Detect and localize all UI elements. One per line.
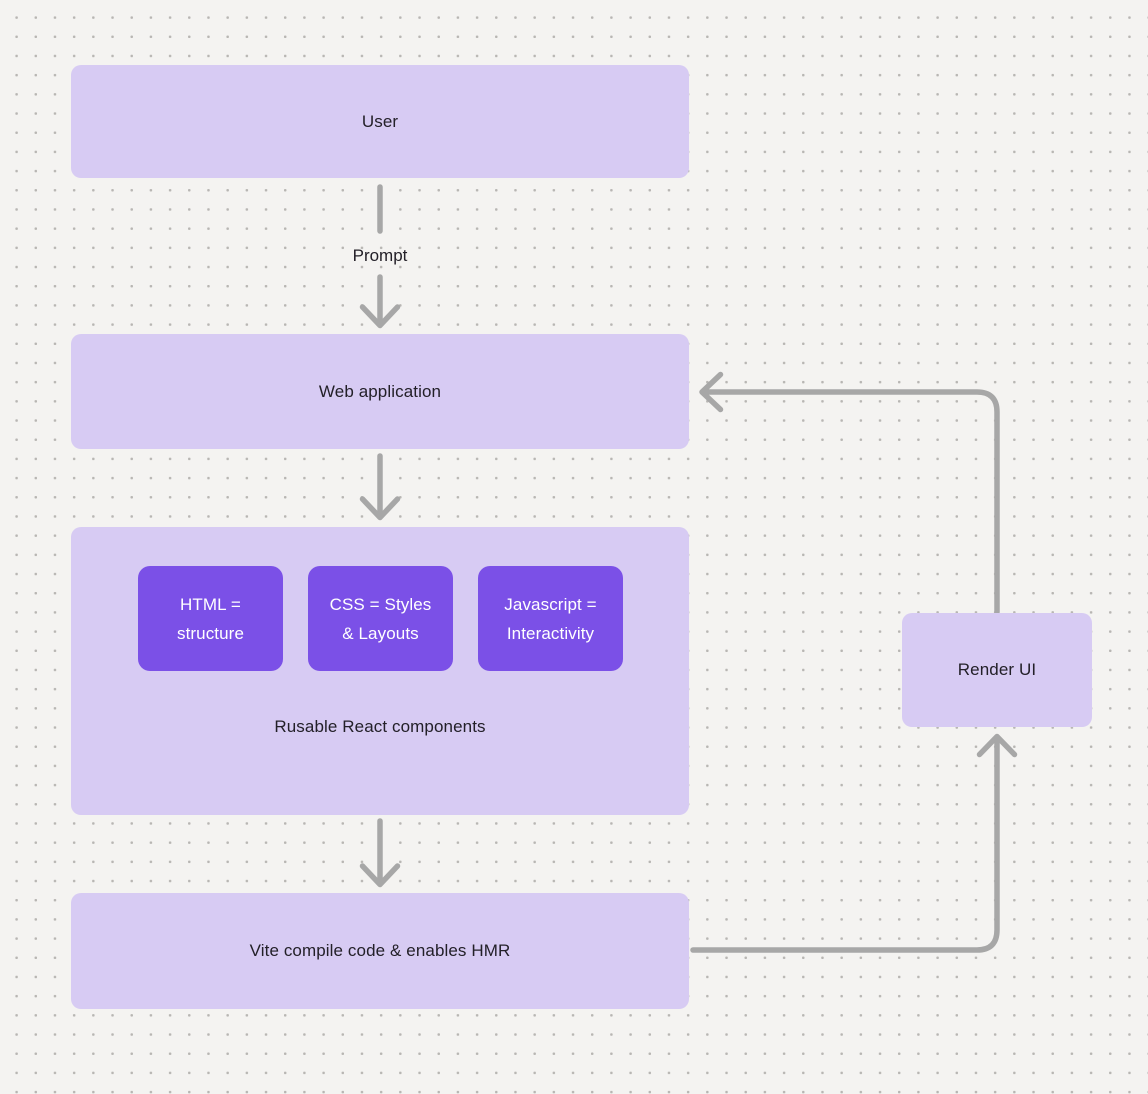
edge-user-to-webapp-arrow — [359, 274, 401, 329]
chip-javascript-line2: Interactivity — [506, 623, 595, 643]
chip-css[interactable]: CSS = Styles & Layouts — [308, 566, 453, 671]
node-render-ui[interactable]: Render UI — [902, 613, 1092, 727]
chip-html-line2: structure — [176, 623, 245, 643]
node-vite[interactable]: Vite compile code & enables HMR — [71, 893, 689, 1009]
node-web-application[interactable]: Web application — [71, 334, 689, 449]
chip-html-line1: HTML = — [180, 594, 241, 614]
edge-prompt-label: Prompt — [352, 246, 408, 265]
node-components-group[interactable]: HTML = structure CSS = Styles & Layouts … — [71, 527, 689, 815]
chip-javascript-line1: Javascript = — [504, 594, 597, 614]
components-group-caption: Rusable React components — [274, 717, 486, 736]
chip-html[interactable]: HTML = structure — [138, 566, 283, 671]
node-vite-label: Vite compile code & enables HMR — [249, 941, 511, 960]
chip-javascript[interactable]: Javascript = Interactivity — [478, 566, 623, 671]
edge-components-to-vite-arrow — [359, 818, 401, 888]
node-web-application-label: Web application — [318, 381, 442, 401]
node-user[interactable]: User — [71, 65, 689, 178]
chip-css-line1: CSS = Styles — [329, 594, 432, 614]
edge-webapp-to-components-arrow — [359, 453, 401, 521]
chip-css-line2: & Layouts — [342, 623, 419, 643]
edge-renderui-to-webapp-arrow — [699, 371, 1000, 615]
node-render-ui-label: Render UI — [957, 660, 1037, 679]
node-user-label: User — [361, 111, 399, 131]
edge-vite-to-renderui-arrow — [690, 733, 1018, 953]
